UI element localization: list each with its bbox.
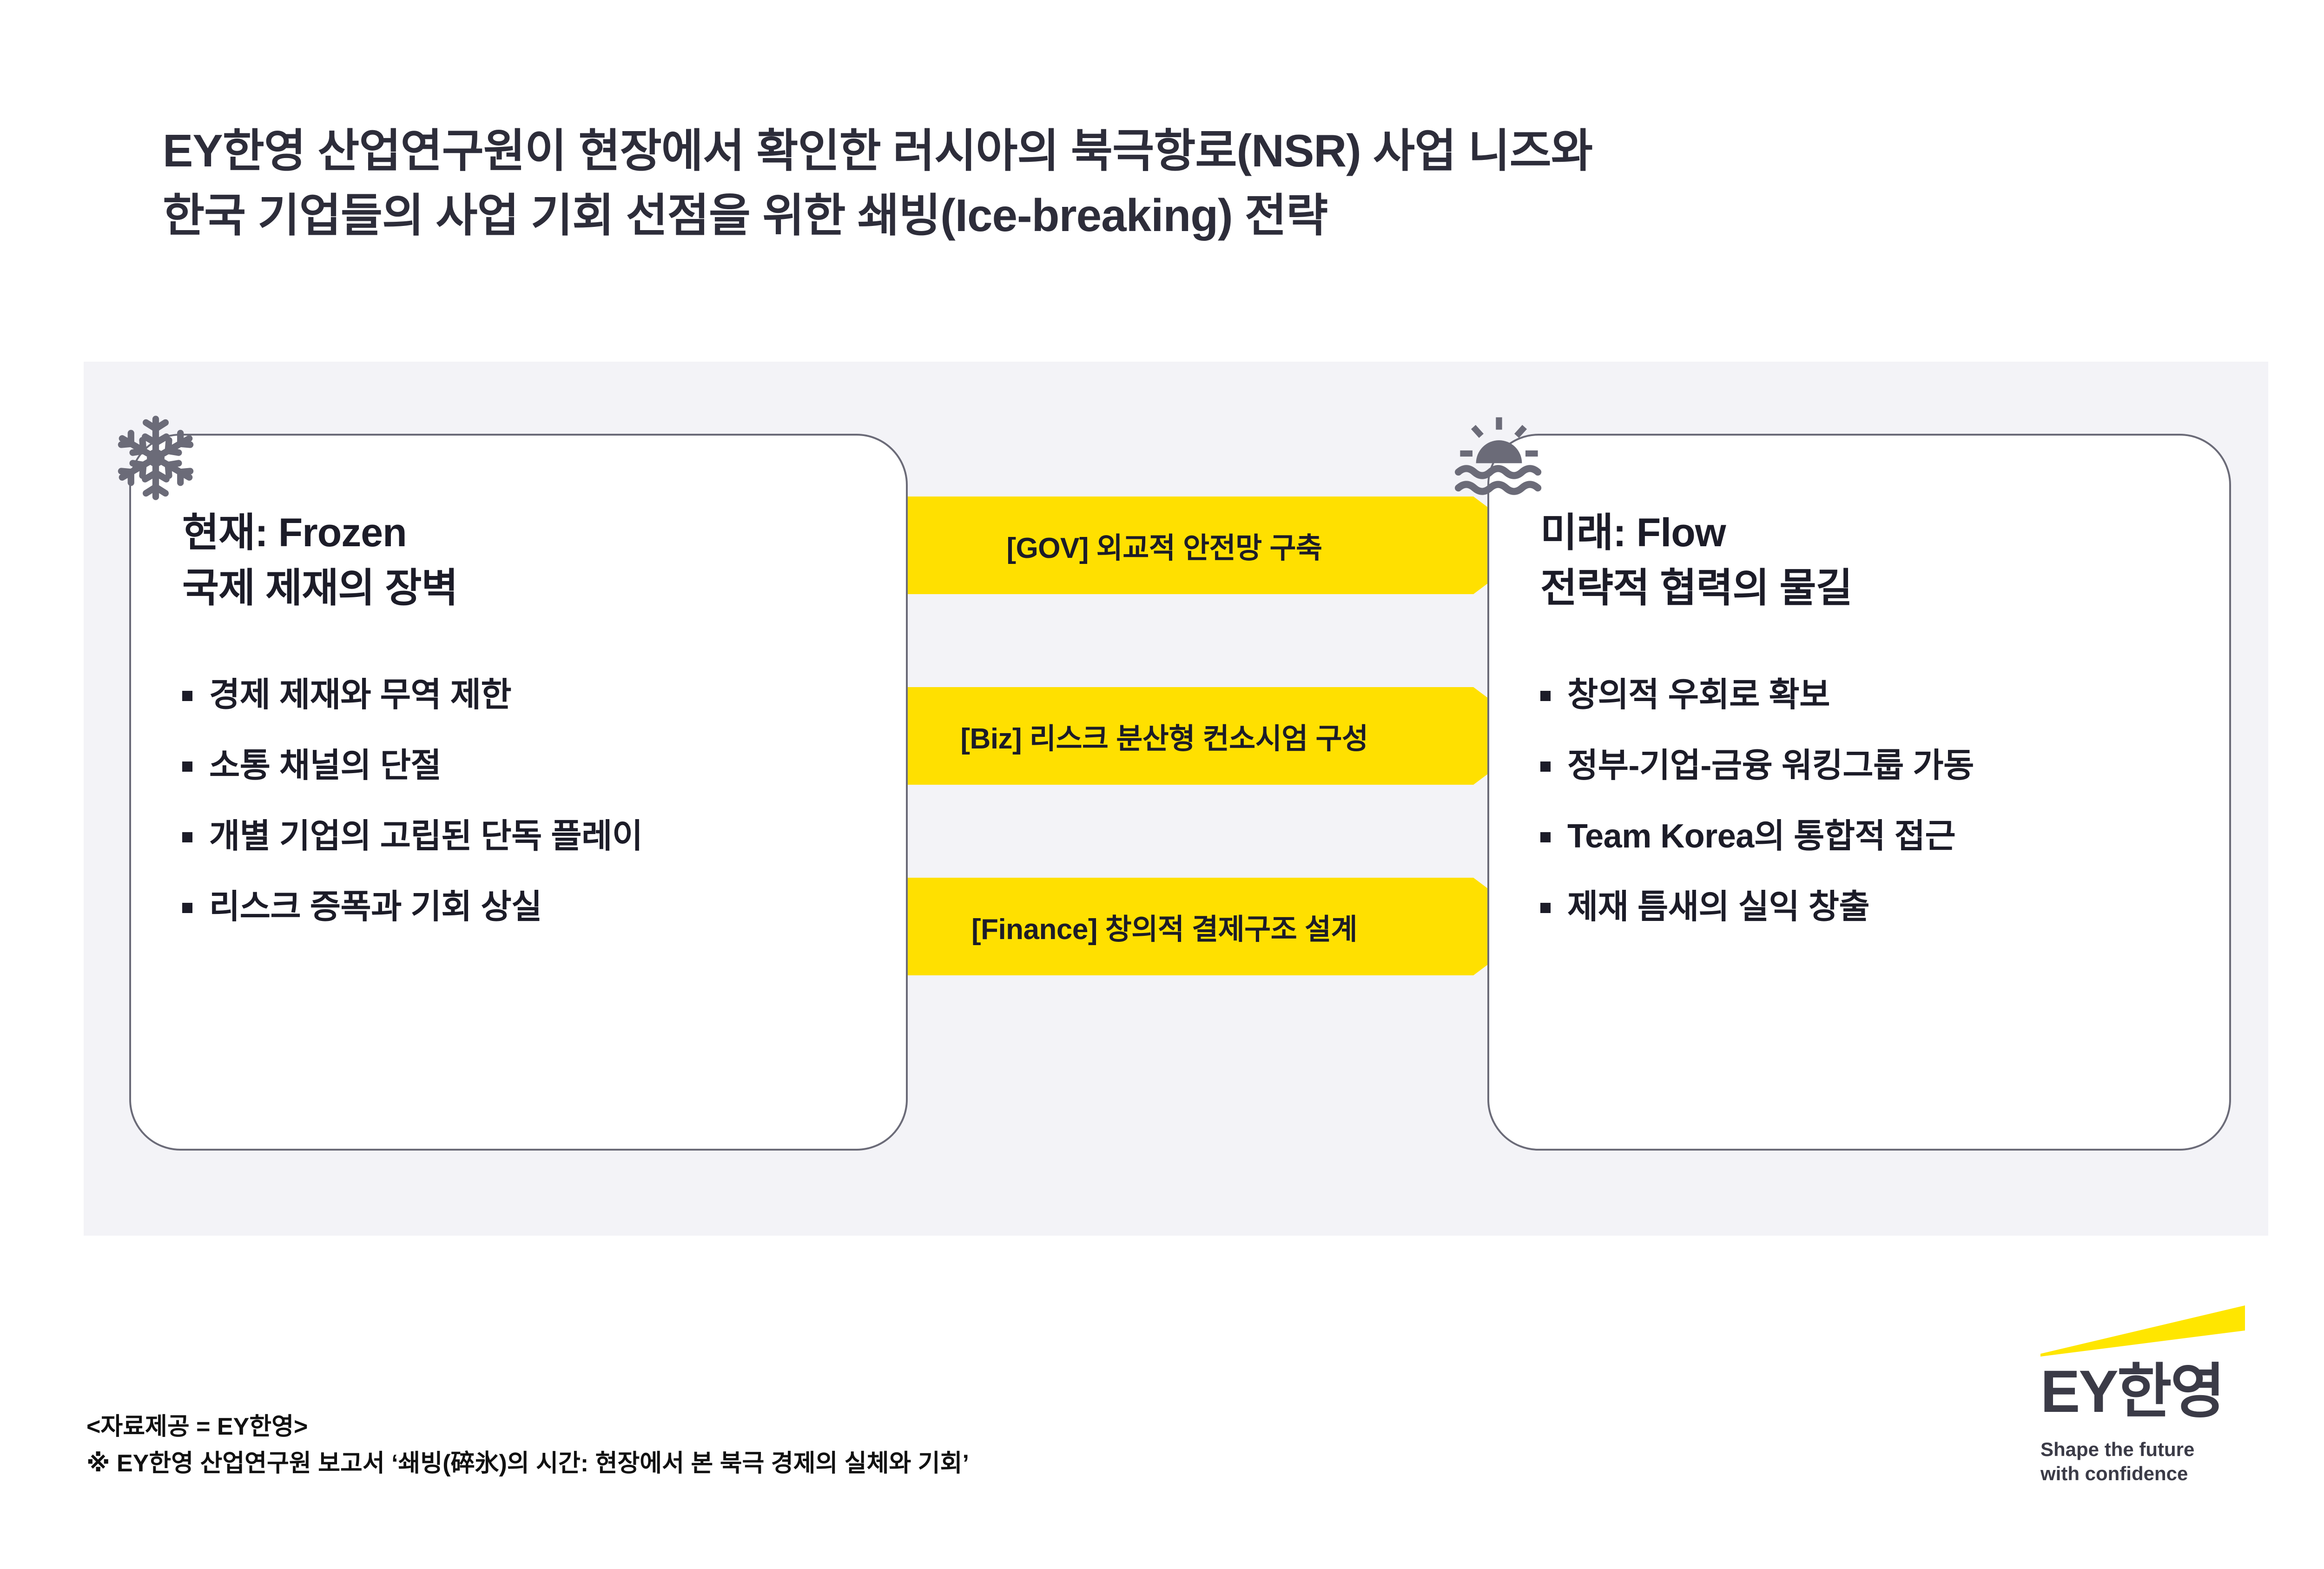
list-item: 개별 기업의 고립된 단독 플레이	[182, 816, 878, 857]
list-item: 제재 틈새의 실익 창출	[1540, 887, 2201, 928]
square-bullet-icon	[1540, 691, 1551, 702]
ey-tagline: Shape the future with confidence	[2040, 1437, 2301, 1486]
list-item-label: 정부-기업-금융 워킹그룹 가동	[1567, 747, 1974, 785]
arrow-biz-shape	[832, 687, 1538, 785]
source-note: ※ EY한영 산업연구원 보고서 ‘쇄빙(碎氷)의 시간: 현장에서 본 북극 …	[86, 1450, 969, 1477]
ey-tagline-line-2: with confidence	[2040, 1463, 2188, 1485]
ey-logo: EY한영 Shape the future with confidence	[2040, 1302, 2301, 1486]
square-bullet-icon	[1540, 902, 1551, 913]
future-state-bullet-list: 창의적 우회로 확보 정부-기업-금융 워킹그룹 가동 Team Korea의 …	[1540, 675, 2201, 927]
ey-tagline-line-1: Shape the future	[2040, 1438, 2195, 1460]
arrow-finance: [Finance] 창의적 결제구조 설계	[832, 878, 1538, 975]
list-item-label: 리스크 증폭과 기회 상실	[209, 888, 542, 926]
square-bullet-icon	[1540, 761, 1551, 772]
sunrise-over-water-icon	[1455, 414, 1543, 502]
future-state-heading-line-1: 미래: Flow	[1540, 510, 1726, 555]
list-item-label: 제재 틈새의 실익 창출	[1567, 888, 1870, 926]
arrow-gov: [GOV] 외교적 안전망 구축	[832, 497, 1538, 594]
list-item: 소통 채널의 단절	[182, 746, 878, 787]
page-title-line-2: 한국 기업들의 사업 기회 선점을 위한 쇄빙(Ice-breaking) 전략	[163, 190, 1328, 241]
source-credit: <자료제공 = EY한영>	[86, 1413, 308, 1440]
square-bullet-icon	[182, 761, 192, 772]
arrow-gov-shape	[832, 497, 1538, 594]
source-footer: <자료제공 = EY한영> ※ EY한영 산업연구원 보고서 ‘쇄빙(碎氷)의 …	[86, 1409, 969, 1482]
arrow-gov-label: [GOV] 외교적 안전망 구축	[1006, 532, 1322, 564]
list-item: Team Korea의 통합적 접근	[1540, 816, 2201, 857]
list-item: 정부-기업-금융 워킹그룹 가동	[1540, 746, 2201, 787]
diagram-panel: [GOV] 외교적 안전망 구축 [Biz] 리스크 분산형 컨소시엄 구성 […	[84, 362, 2268, 1236]
arrow-finance-label: [Finance] 창의적 결제구조 설계	[971, 914, 1358, 946]
snowflake-icon	[112, 414, 200, 502]
ey-beam-icon	[2040, 1305, 2245, 1357]
list-item-label: 소통 채널의 단절	[209, 747, 442, 785]
list-item: 리스크 증폭과 기회 상실	[182, 887, 878, 928]
square-bullet-icon	[182, 902, 192, 913]
arrow-finance-shape	[832, 878, 1538, 975]
arrow-biz-label: [Biz] 리스크 분산형 컨소시엄 구성	[960, 723, 1368, 755]
list-item: 창의적 우회로 확보	[1540, 675, 2201, 716]
current-state-heading-line-2: 국제 제재의 장벽	[182, 565, 458, 610]
page-title-line-1: EY한영 산업연구원이 현장에서 확인한 러시아의 북극항로(NSR) 사업 니…	[163, 125, 1593, 176]
list-item-label: Team Korea의 통합적 접근	[1567, 818, 1956, 855]
list-item-label: 개별 기업의 고립된 단독 플레이	[209, 818, 643, 855]
square-bullet-icon	[1540, 832, 1551, 842]
arrow-biz: [Biz] 리스크 분산형 컨소시엄 구성	[832, 687, 1538, 785]
ey-wordmark: EY한영	[2040, 1358, 2225, 1425]
future-state-card: 미래: Flow 전략적 협력의 물길 창의적 우회로 확보 정부-기업-금융 …	[1487, 434, 2231, 1151]
page-title: EY한영 산업연구원이 현장에서 확인한 러시아의 북극항로(NSR) 사업 니…	[163, 119, 2115, 248]
list-item-label: 창의적 우회로 확보	[1567, 676, 1830, 714]
square-bullet-icon	[182, 691, 192, 702]
list-item-label: 경제 제재와 무역 제한	[209, 676, 512, 714]
current-state-heading-line-1: 현재: Frozen	[182, 510, 407, 555]
square-bullet-icon	[182, 832, 192, 842]
current-state-card: 현재: Frozen 국제 제재의 장벽 경제 제재와 무역 제한 소통 채널의…	[129, 434, 908, 1151]
list-item: 경제 제재와 무역 제한	[182, 675, 878, 716]
future-state-heading-line-2: 전략적 협력의 물길	[1540, 565, 1853, 610]
current-state-bullet-list: 경제 제재와 무역 제한 소통 채널의 단절 개별 기업의 고립된 단독 플레이…	[182, 675, 878, 927]
